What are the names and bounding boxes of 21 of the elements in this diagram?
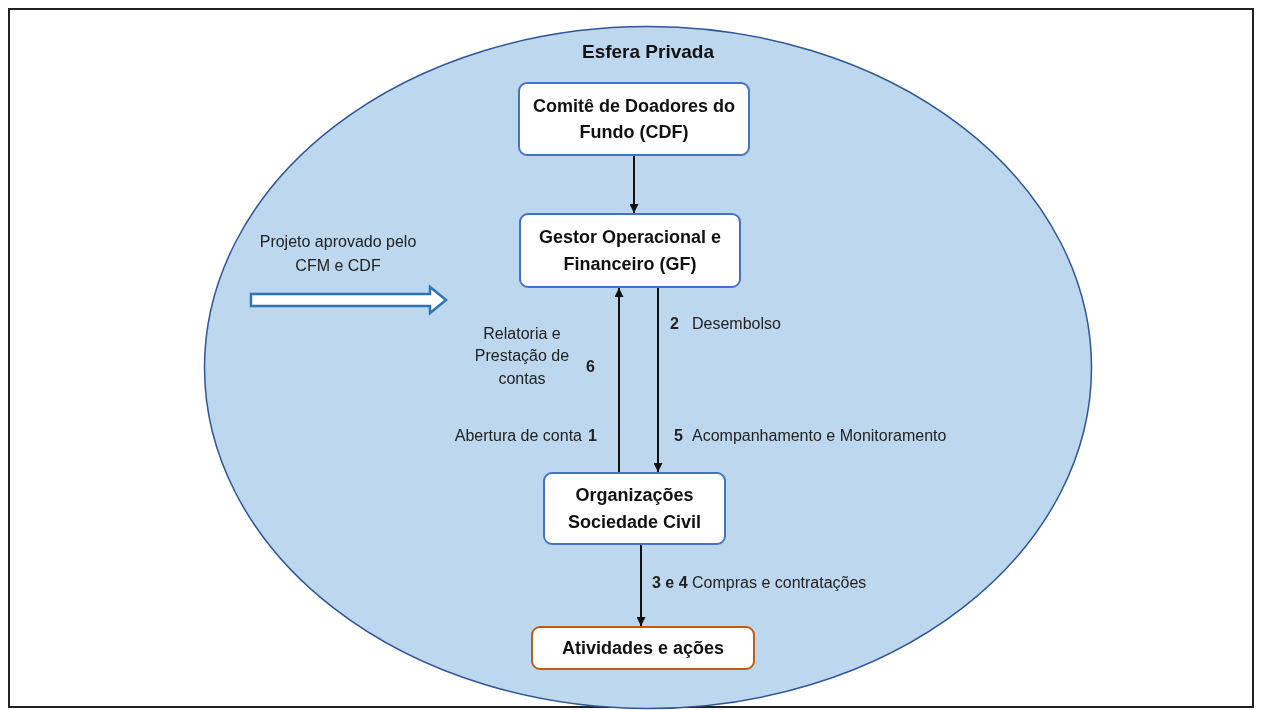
process-box: Atividades e ações [531,626,755,670]
note-text: Projeto aprovado pelo CFM e CDF [248,230,428,290]
sphere-ellipse [203,25,1093,710]
arrow [629,155,639,214]
process-box: Organizações Sociedade Civil [543,472,726,545]
step-number: 6 [586,357,596,377]
sphere-title: Esfera Privada [581,40,715,64]
process-box: Comitê de Doadores do Fundo (CDF) [518,82,750,156]
process-box: Gestor Operacional e Financeiro (GF) [519,213,741,288]
edge-label: 3 e 4 Compras e contratações [652,573,867,593]
step-label: Acompanhamento e Monitoramento [692,426,948,446]
arrow [614,287,624,473]
step-number: 5 [674,426,684,446]
hollow-arrow [249,284,448,316]
arrow [636,544,646,627]
arrow [653,287,663,473]
step-label: Desembolso [692,314,782,334]
step-label: Abertura de conta [453,426,582,446]
step-number: 1 [588,426,598,446]
step-number: 2 [670,314,680,334]
step-label: Relatoria e Prestação de contas [473,324,571,389]
